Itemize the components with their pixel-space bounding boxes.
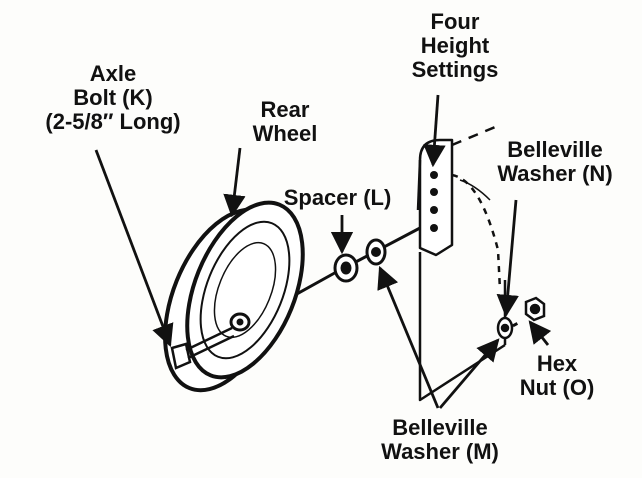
rear-wheel-shape <box>163 200 305 393</box>
leader-axle-bolt <box>94 149 174 348</box>
label-hex-nut: Hex Nut (O) <box>512 352 602 400</box>
leader-washer-m-1 <box>377 265 440 409</box>
label-rear-wheel: Rear Wheel <box>240 98 330 146</box>
leader-hex-nut <box>528 320 552 346</box>
label-washer-n-line2: Washer (N) <box>497 161 613 186</box>
leader-washer-n <box>496 199 519 318</box>
label-four-height-line2: Height <box>420 33 490 58</box>
label-washer-m-line2: Washer (M) <box>381 439 499 464</box>
label-four-height-settings: Four Height Settings <box>400 10 510 82</box>
label-axle-bolt-line3: (2-5/8″ Long) <box>45 109 181 134</box>
leader-washer-m-2 <box>438 338 500 409</box>
label-washer-n-line1: Belleville <box>507 137 603 162</box>
hex-nut-shape <box>524 296 546 322</box>
label-hex-nut-line2: Nut (O) <box>519 375 595 400</box>
label-belleville-washer-n: Belleville Washer (N) <box>485 138 625 186</box>
label-rear-wheel-line1: Rear <box>260 97 310 122</box>
leader-arrows <box>94 94 552 409</box>
spacer-shape <box>333 253 359 283</box>
label-belleville-washer-m: Belleville Washer (M) <box>365 416 515 464</box>
label-axle-bolt-line1: Axle <box>89 61 137 86</box>
label-axle-bolt-line2: Bolt (K) <box>73 85 153 110</box>
label-hex-nut-line1: Hex <box>536 351 578 376</box>
label-axle-bolt: Axle Bolt (K) (2-5/8″ Long) <box>38 62 188 134</box>
label-four-height-line1: Four <box>430 9 480 34</box>
height-setting-holes <box>430 171 438 232</box>
washer-m-shape <box>365 238 387 266</box>
label-four-height-line3: Settings <box>411 57 499 82</box>
label-rear-wheel-line2: Wheel <box>252 121 318 146</box>
label-washer-m-line1: Belleville <box>392 415 488 440</box>
leader-rear-wheel <box>223 147 246 218</box>
label-spacer: Spacer (L) <box>283 185 392 210</box>
axle-bolt-shape <box>170 326 235 370</box>
washer-n-shape <box>496 316 514 340</box>
leader-four-height <box>423 94 446 168</box>
